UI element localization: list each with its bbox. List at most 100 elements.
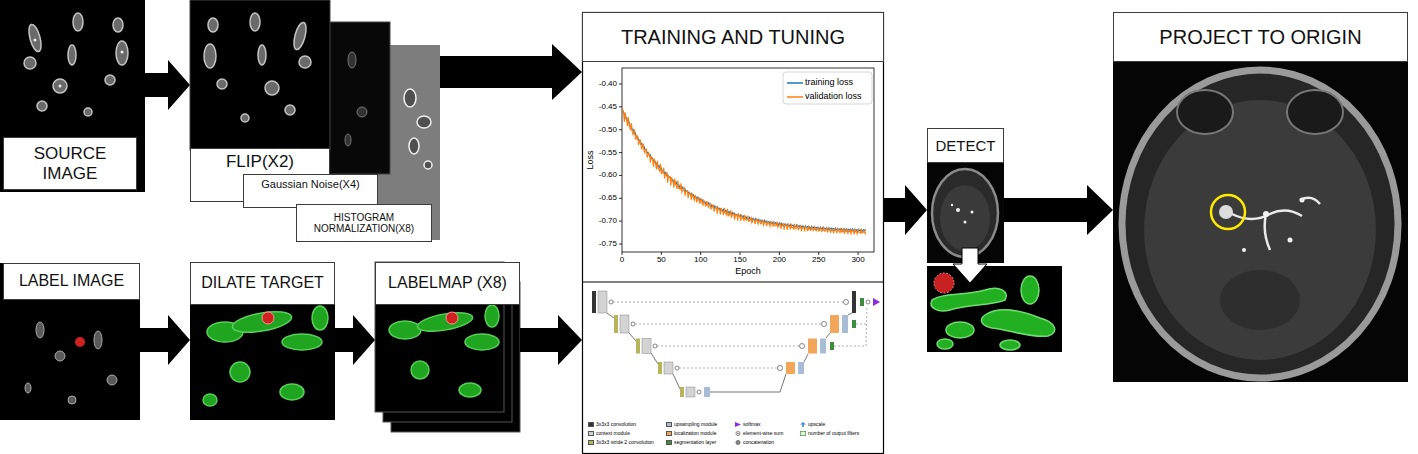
step-caption: DETECT [927,128,1004,163]
pipeline-step: FLIP(X2) [190,0,330,202]
label-scan-part [0,263,140,420]
axis-tick-label: -0.65 [599,194,617,203]
unet-architecture-part [679,368,777,369]
detect-scan-part [956,208,960,212]
legend-swatch [666,440,672,445]
label-scan-part [68,396,76,404]
legend-swatch [666,431,672,436]
source-scan-part [24,13,128,116]
flipped-scan-part [299,56,311,68]
unet-architecture-part [798,362,804,374]
loss-chart-part [661,252,662,255]
axis-tick-label: 200 [773,256,786,265]
axis-tick-label: -0.75 [599,240,617,249]
unet-architecture-part [866,300,870,304]
legend-swatch [588,440,594,445]
caption-text: TRAINING AND TUNING [621,26,845,49]
axis-tick-label: 50 [657,256,666,265]
legend-entry: validation loss [787,92,862,101]
unet-architecture-part [830,315,839,333]
detect-segmentation [927,248,1062,352]
legend-entry: segmentation layer [666,440,716,445]
flipped-scan-part [204,13,311,122]
training-panel-frame-part [582,282,884,283]
loss-chart-part [619,152,622,153]
labelmap-stack-part [485,305,499,327]
loss-chart-part [619,175,622,176]
labelmap-stack-part [389,305,499,397]
flipped-scan-part [292,21,309,51]
legend-entry: upsampling module [666,422,717,427]
origin-scan-part [1211,195,1245,229]
legend-entry: 3x3x3 stride 2 convolution [588,440,654,445]
source-scan-part [34,39,124,88]
pipeline-step: LABELMAP (X8) [375,262,520,432]
noise-scan-part [357,107,367,117]
legend-text: upsampling module [674,422,717,427]
unet-architecture-part [852,320,856,328]
source-scan-part [73,13,83,31]
source-scan-part [59,85,62,88]
origin-scan-part [1220,270,1300,330]
label-scan-part [55,351,65,361]
origin-scan-part [1232,198,1320,250]
unet-architecture-part [631,322,635,326]
axis-tick-label: -0.60 [599,171,617,180]
pipeline-step: DETECT [927,128,1004,352]
flipped-scan-part [204,44,216,68]
caption-text: LABELMAP (X8) [388,274,507,292]
unet-architecture-part [680,387,684,397]
legend-sample [735,422,741,427]
flipped-scan-part [265,81,279,95]
loss-chart-part [779,252,780,255]
legend-sample [800,431,806,436]
legend-entry: 3x3x3 convolution [588,422,636,427]
legend-swatch [588,431,594,436]
unet-architecture-part [842,315,848,333]
origin-scan-part [1122,70,1398,378]
legend-text: 3x3x3 stride 2 convolution [596,440,654,445]
detect-scan-part [951,204,953,206]
detect-scan-part [964,221,967,224]
flow-arrow [440,44,582,100]
noise-scan-part [345,134,351,146]
dilated-labels-part [230,362,250,382]
caption-text: DETECT [936,137,996,154]
flow-arrow [1004,185,1113,235]
unet-architecture-part [800,344,805,349]
axis-tick-label: -0.70 [599,217,617,226]
histogram-scan-part [424,161,432,169]
labelmap-stack-part [416,309,474,334]
detect-segmentation-part [1021,276,1039,304]
source-scan-part [84,108,92,116]
origin-scan-part [1144,100,1376,360]
unet-architecture-part [704,387,710,397]
training-panel-frame-part [583,13,884,454]
loss-chart-part [818,252,819,255]
dilated-labels-part [280,384,304,400]
flipped-scan-part [190,0,330,150]
loss-chart-part [700,252,701,255]
axis-tick-label: 0 [620,256,624,265]
labelmap-stack [375,262,520,432]
flipped-scan-part [208,18,218,32]
unet-architecture-part [635,324,821,325]
unet-architecture-part [653,344,657,348]
dilated-labels [190,262,335,420]
pipeline-step: LABEL IMAGE [0,263,140,420]
origin-scan-part [1263,211,1269,217]
unet-architecture-part [636,339,640,354]
histogram-scan-part [404,89,432,169]
axis-tick-label: 100 [694,256,707,265]
unet-architecture-part [873,298,880,306]
label-scan-part [94,331,102,349]
caption-text: DILATE TARGET [201,274,324,292]
step-caption: LABEL IMAGE [3,263,140,300]
flipped-scan-part [285,105,295,115]
loss-chart-part [619,106,622,107]
legend-sample [787,93,803,101]
label-scan-part [75,337,85,347]
source-scan [0,0,145,192]
